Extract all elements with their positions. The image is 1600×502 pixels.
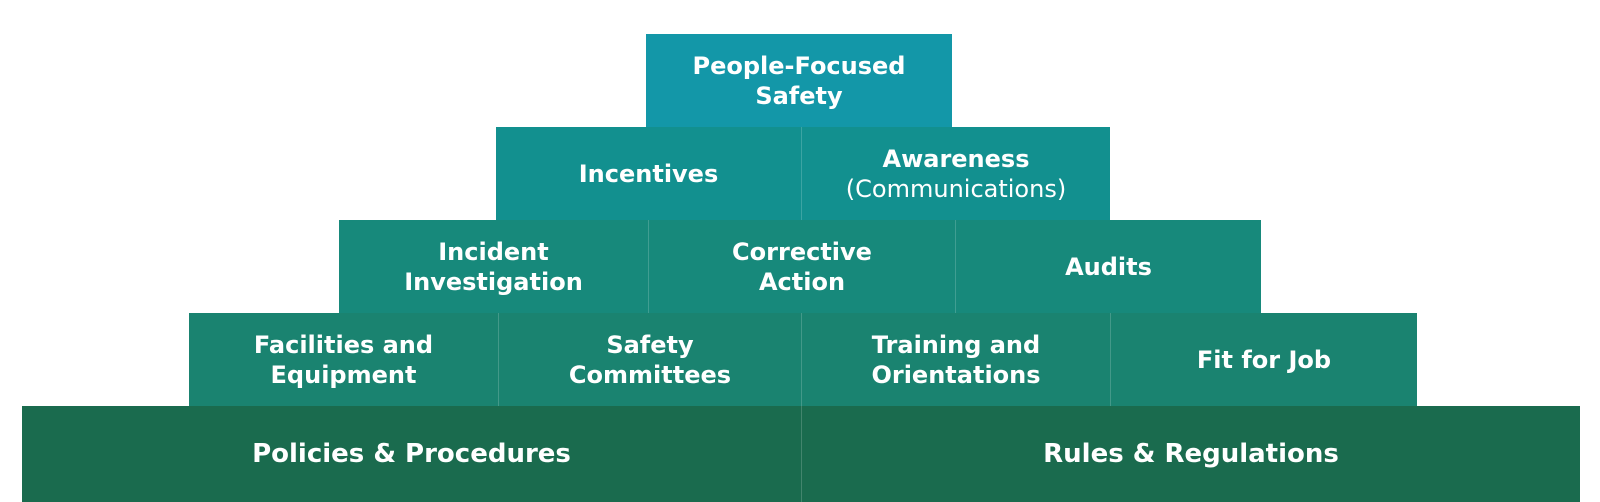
policies-label: Policies & Procedures <box>252 439 571 469</box>
apex-label-line2: Safety <box>755 81 843 110</box>
facilities-label-line2: Equipment <box>270 360 417 389</box>
corrective-label-line1: Corrective <box>732 237 872 266</box>
pyramid-apex-people-focused-safety: People-Focused Safety <box>646 34 952 127</box>
facilities-label-line1: Facilities and <box>253 330 434 359</box>
committees-label-line1: Safety <box>606 330 694 359</box>
pyramid-block-safety-committees: Safety Committees <box>498 313 801 406</box>
fit-label: Fit for Job <box>1196 345 1332 374</box>
pyramid-base-rules-regulations: Rules & Regulations <box>801 406 1580 502</box>
rules-label: Rules & Regulations <box>1043 439 1339 469</box>
incident-label-line2: Investigation <box>404 267 583 296</box>
pyramid-block-audits: Audits <box>955 220 1261 313</box>
awareness-label: Awareness <box>882 144 1030 173</box>
committees-label-line2: Committees <box>568 360 732 389</box>
awareness-sublabel: (Communications) <box>845 174 1067 203</box>
incentives-label: Incentives <box>578 159 719 188</box>
pyramid-block-corrective-action: Corrective Action <box>648 220 955 313</box>
training-label-line2: Orientations <box>871 360 1041 389</box>
pyramid-block-facilities-equipment: Facilities and Equipment <box>189 313 498 406</box>
pyramid-block-incident-investigation: Incident Investigation <box>339 220 648 313</box>
pyramid-base-policies-procedures: Policies & Procedures <box>22 406 801 502</box>
corrective-label-line2: Action <box>758 267 846 296</box>
pyramid-block-fit-for-job: Fit for Job <box>1110 313 1417 406</box>
pyramid-block-awareness: Awareness (Communications) <box>801 127 1110 220</box>
incident-label-line1: Incident <box>438 237 549 266</box>
audits-label: Audits <box>1065 252 1152 281</box>
training-label-line1: Training and <box>871 330 1041 359</box>
pyramid-block-incentives: Incentives <box>496 127 801 220</box>
apex-label-line1: People-Focused <box>692 51 906 80</box>
pyramid-block-training-orientations: Training and Orientations <box>801 313 1110 406</box>
